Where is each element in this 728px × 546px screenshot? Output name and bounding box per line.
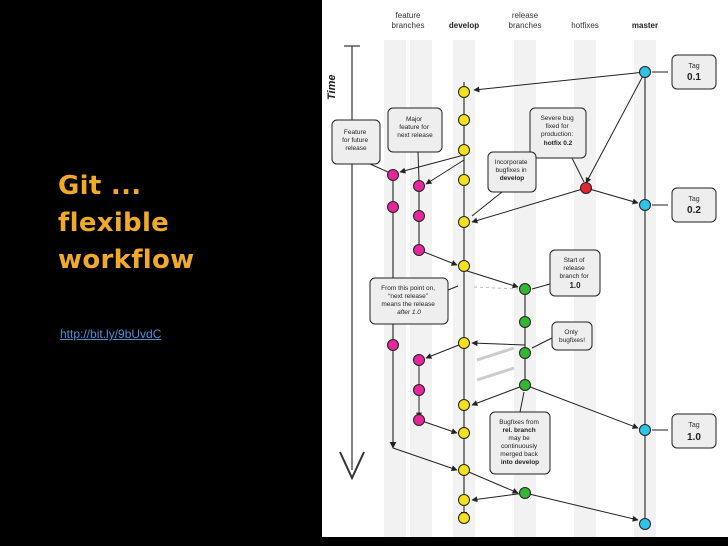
note-line: Bugfixes from — [499, 419, 539, 426]
feature-commits — [387, 169, 425, 426]
slide-title-line: Git ... — [58, 171, 142, 201]
header-release-1: release — [512, 11, 539, 20]
note-line: Only — [564, 329, 578, 336]
svg-text:Bugfixes from rel. branc: Bugfixes from rel. branch may be continu… — [499, 419, 541, 466]
note-line: may be — [508, 435, 530, 442]
note-line: bugfixes in — [496, 167, 527, 174]
svg-text:Incorporate bugfixes in: Incorporate bugfixes in develop — [495, 159, 530, 182]
time-axis: Time — [326, 45, 365, 481]
note-severe-bug: Severe bug fixed for production: hotfix … — [529, 107, 587, 183]
note-line: release — [345, 145, 367, 152]
release-commits — [519, 283, 531, 499]
tag-version: 0.1 — [687, 72, 701, 83]
connection-arrows — [392, 71, 646, 522]
note-line: develop — [500, 175, 525, 182]
note-line: Severe bug — [540, 115, 574, 122]
svg-text:Major feature for: Major feature for next release — [397, 116, 433, 139]
note-line: Incorporate — [495, 159, 528, 166]
note-line: means the release — [381, 301, 435, 308]
header-develop: develop — [449, 21, 479, 30]
hotfix-commit — [580, 182, 592, 194]
note-line: 1.0 — [569, 281, 581, 290]
tag-0.2: Tag 0.2 — [652, 187, 717, 223]
header-feature-1: feature — [396, 11, 421, 20]
tag-version: 0.2 — [687, 205, 701, 216]
tag-version: 1.0 — [687, 432, 701, 443]
slide-title: Git ... flexible workflow — [58, 168, 195, 279]
note-line: for future — [342, 137, 368, 144]
header-release-2: branches — [509, 21, 542, 30]
tag-0.1: Tag 0.1 — [652, 54, 717, 90]
slide-title-line: workflow — [58, 245, 195, 275]
source-link[interactable]: http://bit.ly/9bUvdC — [60, 327, 162, 341]
svg-text:Start of release b: Start of release branch for 1.0 — [559, 257, 590, 290]
note-line: into develop — [501, 459, 539, 466]
note-line: release — [563, 265, 585, 272]
note-major-feature: Major feature for next release — [387, 107, 443, 181]
note-line: merged back — [500, 451, 538, 458]
svg-text:Only bugfixes!: Only bugfixes! — [559, 329, 585, 344]
tag-label: Tag — [688, 63, 699, 70]
note-only-bugfixes: Only bugfixes! — [531, 321, 593, 351]
header-hotfixes: hotfixes — [571, 21, 599, 30]
note-line: “next release” — [388, 293, 428, 300]
note-line: continuously — [501, 443, 538, 450]
git-flow-diagram: feature branches develop release branche… — [322, 0, 728, 537]
time-label: Time — [326, 75, 338, 100]
note-feature-future: Feature for future release — [331, 119, 389, 173]
develop-commits — [458, 86, 470, 524]
note-line: production: — [541, 131, 573, 138]
note-line: rel. branch — [502, 427, 535, 434]
note-line: From this point on, — [381, 285, 435, 292]
svg-text:Severe bug fixed for: Severe bug fixed for production: hotfix … — [540, 115, 575, 147]
note-line: fixed for — [546, 123, 570, 130]
tag-label: Tag — [688, 196, 699, 203]
note-line: branch for — [559, 273, 589, 280]
note-line: Major — [406, 116, 423, 123]
note-line: after 1.0 — [397, 309, 421, 316]
header-master: master — [632, 21, 658, 30]
column-headers: feature branches develop release branche… — [392, 11, 659, 30]
note-start-release: Start of release branch for 1.0 — [531, 249, 601, 297]
note-from-this-point: From this point on, “next release” means… — [369, 277, 459, 325]
tag-1.0: Tag 1.0 — [652, 413, 717, 449]
note-incorporate: Incorporate bugfixes in develop — [471, 151, 537, 217]
git-flow-svg: feature branches develop release branche… — [326, 11, 717, 537]
svg-text:Feature for future: Feature for future release — [342, 129, 370, 152]
note-line: Feature — [344, 129, 367, 136]
note-line: feature for — [399, 124, 429, 131]
tag-label: Tag — [688, 422, 699, 429]
svg-text:From this point on, “nex: From this point on, “next release” means… — [381, 285, 437, 316]
note-line: bugfixes! — [559, 337, 585, 344]
master-commits — [639, 66, 651, 530]
suggested-merges — [476, 346, 515, 382]
note-line: Start of — [564, 257, 585, 264]
slide-title-line: flexible — [58, 208, 170, 238]
note-line: hotfix 0.2 — [544, 140, 573, 147]
note-line: next release — [397, 132, 433, 139]
note-bugfixes-rel: Bugfixes from rel. branch may be continu… — [489, 391, 551, 475]
header-feature-2: branches — [392, 21, 425, 30]
